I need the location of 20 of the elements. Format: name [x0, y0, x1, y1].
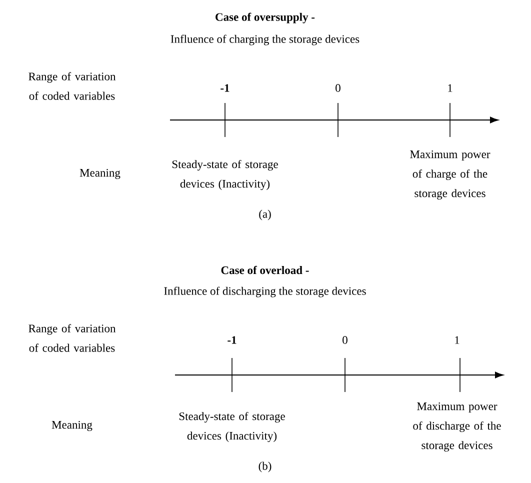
axis-label: Range of variation of coded variables — [28, 72, 116, 100]
panel-title: Case of oversupply - — [216, 12, 315, 24]
tick-label: 0 — [336, 84, 340, 92]
panel-label: (a) — [259, 210, 271, 220]
row-label: Meaning — [52, 420, 92, 432]
row-label: Meaning — [80, 168, 120, 180]
tick-label: -1 — [228, 336, 236, 344]
description: Maximum power of charge of the storage devices — [410, 150, 490, 200]
tick-label: 0 — [342, 336, 348, 344]
panel-title: Case of overload - — [221, 266, 309, 274]
subtitle: Influence of discharging the storage devices — [164, 286, 366, 298]
tick-label: -1 — [220, 84, 230, 92]
tick-label: 1 — [448, 84, 452, 92]
description: Steady-state of storage devices (Inactivity) — [172, 160, 278, 190]
description: Maximum power of discharge of the storage devices — [413, 402, 501, 452]
axis-label: Range of variation of coded variables — [28, 324, 116, 352]
subtitle: Influence of charging the storage devices — [170, 34, 360, 46]
panel-label: (b) — [258, 462, 272, 472]
tick-label: 1 — [455, 336, 460, 344]
description: Steady-state of storage devices (Inactivity) — [179, 412, 285, 442]
